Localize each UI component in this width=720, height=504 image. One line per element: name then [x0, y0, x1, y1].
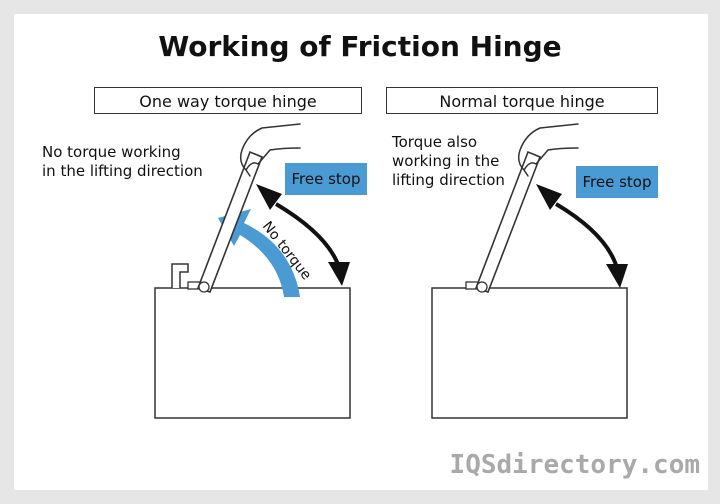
right-arrow-head-bottom	[606, 264, 628, 288]
left-note-line-2: in the lifting direction	[42, 162, 203, 180]
right-free-stop-tag: Free stop	[576, 166, 658, 198]
right-hinge-pin	[476, 281, 488, 293]
left-arrow-head-top	[256, 184, 282, 210]
right-box	[431, 287, 628, 419]
left-note: No torque working in the lifting directi…	[42, 143, 203, 181]
right-note-line-3: lifting direction	[392, 171, 505, 189]
right-note: Torque also working in the lifting direc…	[392, 133, 505, 190]
left-note-line-1: No torque working	[42, 143, 181, 161]
watermark-logo: IQSdirectory.com	[449, 450, 700, 480]
left-hinge-pin	[198, 281, 210, 293]
right-hand	[517, 123, 579, 177]
left-hand	[239, 123, 301, 177]
left-bracket	[171, 263, 189, 288]
right-free-stop-arrow	[554, 202, 620, 273]
right-arrow-head-top	[536, 184, 562, 210]
right-panel-label: Normal torque hinge	[386, 87, 658, 114]
right-note-line-2: working in the	[392, 152, 500, 170]
left-lid	[196, 150, 264, 294]
diagram-title: Working of Friction Hinge	[158, 30, 562, 63]
right-note-line-1: Torque also	[392, 133, 478, 151]
left-arrow-head-bottom	[328, 262, 350, 286]
left-box	[154, 287, 351, 419]
no-torque-arrow	[218, 209, 300, 297]
left-free-stop-tag: Free stop	[285, 163, 367, 195]
left-panel-label: One way torque hinge	[94, 87, 362, 114]
